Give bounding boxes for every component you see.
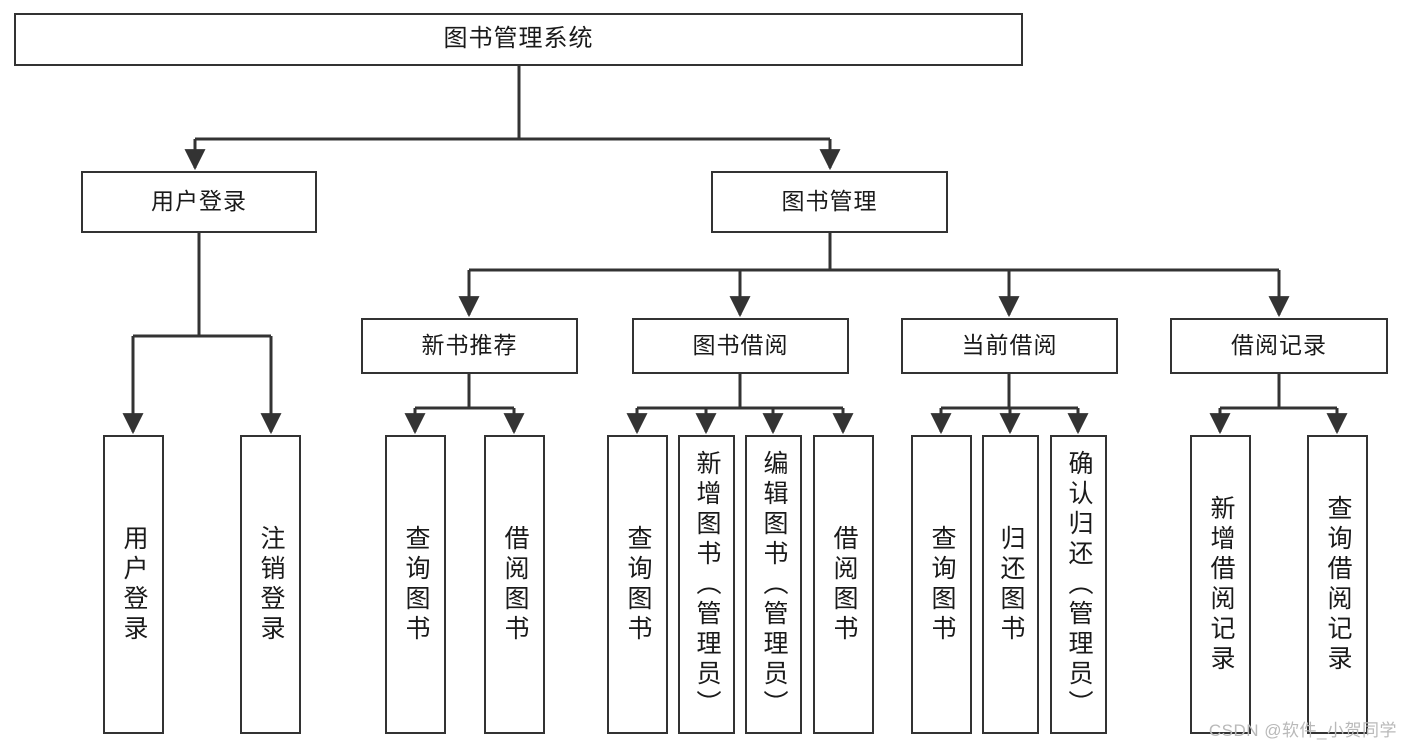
leaf-borrow-book-1[interactable]: 借阅图书 <box>484 435 545 734</box>
node-user-login[interactable]: 用户登录 <box>81 171 317 233</box>
node-current-borrow[interactable]: 当前借阅 <box>901 318 1118 374</box>
leaf-edit-book[interactable]: 编辑图书（管理员） <box>745 435 802 734</box>
watermark: CSDN @软件_小贺同学 <box>1208 721 1397 740</box>
node-root[interactable]: 图书管理系统 <box>14 13 1023 66</box>
leaf-query-record[interactable]: 查询借阅记录 <box>1307 435 1368 734</box>
node-new-book-recommend[interactable]: 新书推荐 <box>361 318 578 374</box>
leaf-user-login[interactable]: 用户登录 <box>103 435 164 734</box>
node-book-borrow[interactable]: 图书借阅 <box>632 318 849 374</box>
leaf-return-book[interactable]: 归还图书 <box>982 435 1039 734</box>
leaf-borrow-book-2[interactable]: 借阅图书 <box>813 435 874 734</box>
leaf-query-book-2[interactable]: 查询图书 <box>607 435 668 734</box>
node-borrow-record[interactable]: 借阅记录 <box>1170 318 1388 374</box>
node-book-manage[interactable]: 图书管理 <box>711 171 948 233</box>
leaf-query-book-1[interactable]: 查询图书 <box>385 435 446 734</box>
leaf-add-record[interactable]: 新增借阅记录 <box>1190 435 1251 734</box>
leaf-user-logout[interactable]: 注销登录 <box>240 435 301 734</box>
leaf-add-book[interactable]: 新增图书（管理员） <box>678 435 735 734</box>
leaf-confirm-return[interactable]: 确认归还（管理员） <box>1050 435 1107 734</box>
leaf-query-book-3[interactable]: 查询图书 <box>911 435 972 734</box>
